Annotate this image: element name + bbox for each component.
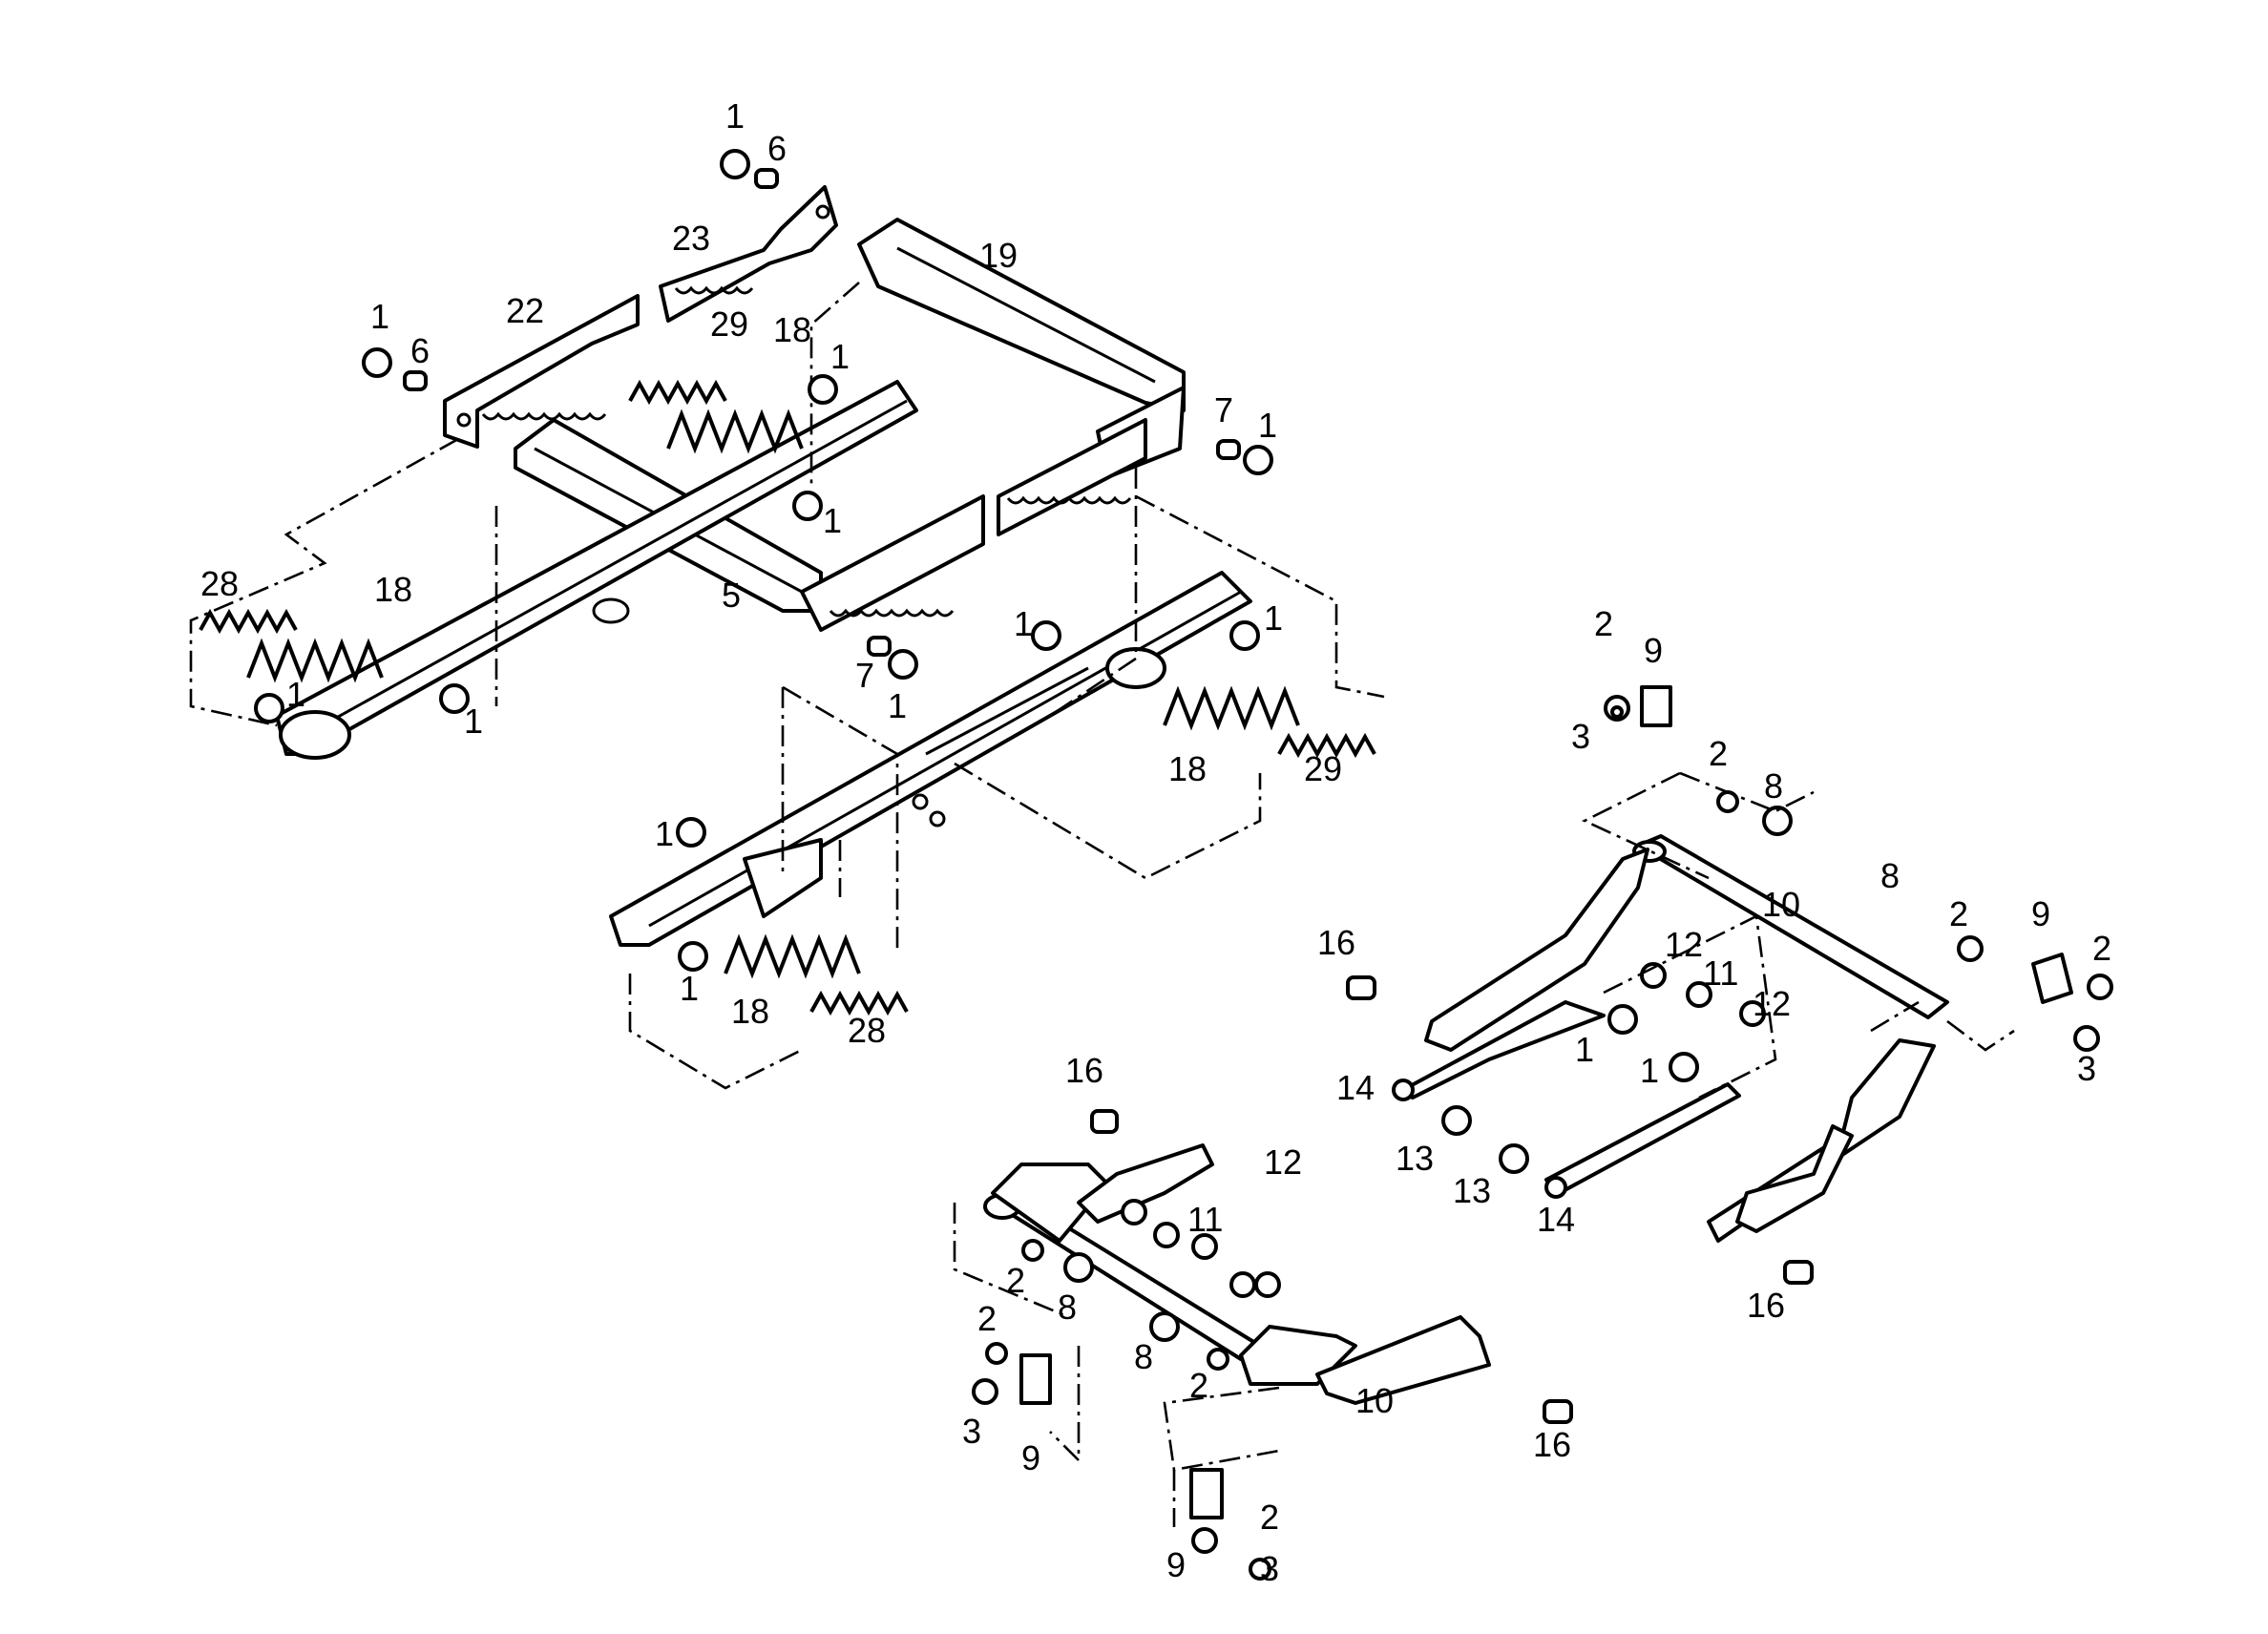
callout-2: 2	[1594, 604, 1613, 643]
callout-16: 16	[1747, 1286, 1785, 1325]
callout-2: 2	[1709, 734, 1728, 773]
callout-8: 8	[1134, 1337, 1153, 1376]
callout-14: 14	[1336, 1068, 1375, 1107]
retaining-clips-upper	[254, 149, 1273, 972]
callout-8: 8	[1058, 1288, 1077, 1327]
callout-22: 22	[506, 291, 544, 330]
slide-rail-left	[275, 380, 918, 760]
callout-18: 18	[731, 992, 769, 1031]
callout-13: 13	[1453, 1171, 1491, 1210]
seat-lever-assembly-right	[1346, 685, 2113, 1285]
spring-29-upper	[628, 379, 727, 406]
callout-16: 16	[1533, 1425, 1571, 1464]
spring-18-left	[246, 638, 384, 683]
callout-1: 1	[1575, 1030, 1594, 1069]
callout-11: 11	[1703, 953, 1738, 993]
spring-18-right	[1163, 685, 1300, 731]
callout-5: 5	[722, 576, 741, 615]
callout-1: 1	[1258, 406, 1277, 445]
ratchet-plate-22	[443, 294, 640, 449]
spring-18-upper	[666, 408, 804, 454]
callout-1: 1	[725, 96, 745, 136]
callout-1: 1	[1264, 598, 1283, 638]
callout-2: 2	[1949, 894, 1968, 933]
callout-18: 18	[1168, 749, 1207, 788]
callout-16: 16	[1065, 1051, 1103, 1090]
callout-1: 1	[464, 702, 483, 741]
callout-16: 16	[1317, 923, 1355, 962]
assembly-lines-lower	[953, 1203, 1280, 1527]
callout-2: 2	[1260, 1498, 1279, 1537]
callout-18: 18	[773, 310, 811, 349]
callout-8: 8	[1764, 766, 1783, 806]
callout-1: 1	[823, 501, 842, 540]
callout-6: 6	[767, 129, 787, 168]
callout-1: 1	[680, 969, 699, 1008]
callout-29: 29	[1304, 749, 1342, 788]
spring-28-lower	[809, 990, 909, 1016]
callout-9: 9	[1644, 631, 1663, 670]
callout-11: 11	[1187, 1200, 1223, 1239]
callout-1: 1	[286, 675, 305, 714]
callout-12: 12	[1264, 1142, 1302, 1182]
callout-3: 3	[1571, 717, 1590, 756]
callout-1: 1	[655, 814, 674, 853]
callout-28: 28	[848, 1011, 886, 1050]
slide-rail-right	[609, 571, 1252, 947]
callout-29: 29	[710, 304, 748, 344]
callout-2: 2	[1006, 1261, 1025, 1300]
callout-3: 3	[2077, 1049, 2096, 1088]
callout-10: 10	[1762, 885, 1800, 924]
callout-8: 8	[1880, 856, 1900, 895]
spring-29-right	[1277, 732, 1376, 759]
ratchet-plate-23	[659, 185, 838, 323]
callout-13: 13	[1396, 1139, 1434, 1178]
assembly-lines-upper	[189, 282, 1385, 1090]
callout-18: 18	[374, 570, 412, 609]
callout-labels: 1 6 23 19 1 6 22 29 18 1 7 1 1 28 18 5 1…	[200, 96, 2111, 1588]
callout-2: 2	[2092, 929, 2111, 968]
callout-23: 23	[672, 219, 710, 258]
callout-9: 9	[1166, 1545, 1186, 1584]
callout-1: 1	[370, 297, 389, 336]
callout-6: 6	[410, 331, 430, 370]
callout-1: 1	[1014, 604, 1033, 643]
spring-18-lower	[724, 933, 861, 979]
callout-19: 19	[979, 236, 1018, 275]
callout-2: 2	[977, 1299, 997, 1338]
callout-1: 1	[888, 686, 907, 725]
callout-12: 12	[1665, 925, 1703, 964]
pins-upper	[403, 168, 1241, 657]
callout-10: 10	[1355, 1381, 1394, 1420]
callout-2: 2	[1189, 1366, 1208, 1405]
callout-3: 3	[962, 1412, 981, 1451]
seat-lever-assembly-lower	[972, 1109, 1573, 1581]
callout-9: 9	[2031, 894, 2050, 933]
callout-28: 28	[200, 564, 239, 603]
callout-7: 7	[1214, 390, 1233, 429]
callout-9: 9	[1021, 1438, 1040, 1477]
callout-14: 14	[1537, 1200, 1575, 1239]
callout-1: 1	[1640, 1051, 1659, 1090]
assembly-lines-right	[1581, 771, 2015, 1100]
callout-7: 7	[855, 656, 874, 695]
spring-28-left	[199, 608, 298, 635]
callout-3: 3	[1260, 1549, 1279, 1588]
callout-1: 1	[830, 337, 850, 376]
callout-12: 12	[1753, 984, 1791, 1023]
